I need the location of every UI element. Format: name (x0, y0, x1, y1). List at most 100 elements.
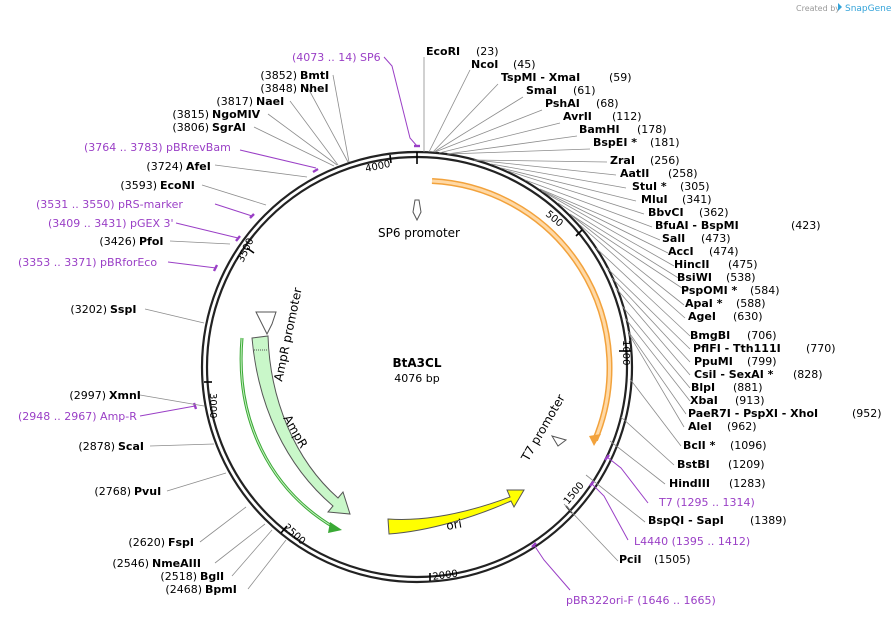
site-pos-sali: (473) (701, 232, 731, 245)
site-name-ecori: EcoRI (426, 45, 460, 58)
site-pos-pcii: (1505) (654, 553, 691, 566)
site-name-bbvci: BbvCI (648, 206, 684, 219)
plasmid-name: BtA3CL (393, 356, 442, 370)
site-pos-tspmi: (59) (609, 71, 632, 84)
site-name-agei: AgeI (688, 310, 716, 323)
site-pos-nhei: (3848) (260, 82, 297, 95)
primer-amp-r: (2948 .. 2967) Amp-R (18, 410, 137, 423)
site-name-aatii: AatII (620, 167, 649, 180)
site-name-ngomiv: NgoMIV (212, 108, 261, 121)
site-name-mlui: MluI (641, 193, 668, 206)
site-name-apai-: ApaI * (685, 297, 723, 310)
site-pos-ncoi: (45) (513, 58, 536, 71)
plasmid-length: 4076 bp (394, 372, 439, 385)
site-name-alei: AleI (688, 420, 712, 433)
site-name-bpmi: BpmI (205, 583, 237, 596)
site-pos-hincii: (475) (728, 258, 758, 271)
tick-500 (575, 229, 583, 237)
site-pos-pshai: (68) (596, 97, 619, 110)
site-name-smai: SmaI (526, 84, 557, 97)
site-name-ncoi: NcoI (471, 58, 498, 71)
site-pos-bmgbi: (706) (747, 329, 777, 342)
site-name-hincii: HincII (674, 258, 710, 271)
left-leader-lines (139, 74, 350, 590)
site-pos-pspomi-: (584) (750, 284, 780, 297)
site-pos-mlui: (341) (682, 193, 712, 206)
right-leader-lines (423, 57, 691, 562)
site-name-bgli: BglI (200, 570, 224, 583)
primer-pbrforeco: (3353 .. 3371) pBRforEco (18, 256, 157, 269)
site-pos-bstbi: (1209) (728, 458, 765, 471)
site-name-bamhi: BamHI (579, 123, 620, 136)
site-pos-stui-: (305) (680, 180, 710, 193)
primer-pbrrevbam: (3764 .. 3783) pBRrevBam (84, 141, 231, 154)
site-name-pvui: PvuI (134, 485, 161, 498)
site-name-acci: AccI (668, 245, 694, 258)
site-name-paer7i: PaeR7I - PspXI - XhoI (688, 407, 818, 420)
site-name-afei: AfeI (186, 160, 211, 173)
site-pos-afei: (3724) (146, 160, 183, 173)
ruler-4000: 4000 (364, 159, 391, 175)
site-pos-bbvci: (362) (699, 206, 729, 219)
primer-l4440: L4440 (1395 .. 1412) (634, 535, 750, 548)
site-name-sspi: SspI (110, 303, 136, 316)
site-name-xmni: XmnI (109, 389, 141, 402)
t7-promoter-label: T7 promoter (518, 392, 568, 464)
site-name-bmgbi: BmgBI (690, 329, 730, 342)
site-pos-hindiii: (1283) (729, 477, 766, 490)
site-pos-csii: (828) (793, 368, 823, 381)
ruler-3500: 3500 (236, 237, 257, 265)
site-name-pflfi: PflFI - Tth111I (693, 342, 781, 355)
ruler-3000: 3000 (207, 393, 218, 418)
site-name-blpi: BlpI (691, 381, 715, 394)
tick-3500 (246, 247, 255, 254)
site-name-sgrai: SgrAI (212, 121, 246, 134)
site-name-econi: EcoNI (160, 179, 195, 192)
site-pos-pflfi: (770) (806, 342, 836, 355)
primer-leader-lines (139, 56, 649, 591)
site-pos-ppumi: (799) (747, 355, 777, 368)
site-pos-econi: (3593) (120, 179, 157, 192)
t7-orange-feature (431, 178, 613, 442)
site-pos-apai-: (588) (736, 297, 766, 310)
sp6-promoter-feature: SP6 promoter (378, 199, 460, 240)
site-pos-bspei-: (181) (650, 136, 680, 149)
site-name-bspei-: BspEI * (593, 136, 637, 149)
site-pos-xmni: (2997) (69, 389, 106, 402)
site-pos-sspi: (3202) (70, 303, 107, 316)
site-pos-smai: (61) (573, 84, 596, 97)
site-pos-bamhi: (178) (637, 123, 667, 136)
site-pos-agei: (630) (733, 310, 763, 323)
site-name-stui-: StuI * (632, 180, 667, 193)
site-name-xbai: XbaI (690, 394, 718, 407)
site-name-scai: ScaI (118, 440, 144, 453)
snapgene-brand: SnapGene (845, 4, 892, 14)
site-name-bfuai: BfuAI - BspMI (655, 219, 739, 232)
ampr-green-arrowhead (328, 522, 342, 533)
site-name-csii: CsiI - SexAI * (694, 368, 774, 381)
site-pos-pfoi: (3426) (99, 235, 136, 248)
site-name-bstbi: BstBI (677, 458, 710, 471)
site-pos-pvui: (2768) (94, 485, 131, 498)
site-name-pshai: PshAI (545, 97, 580, 110)
site-name-bmti: BmtI (300, 69, 329, 82)
site-name-avrii: AvrII (563, 110, 592, 123)
site-pos-bpmi: (2468) (165, 583, 202, 596)
sp6-promoter-label: SP6 promoter (378, 226, 460, 240)
ori-feature (387, 489, 525, 535)
site-pos-avrii: (112) (612, 110, 642, 123)
ampr-promoter-label: AmpR promoter (271, 286, 305, 382)
site-pos-acci: (474) (709, 245, 739, 258)
site-pos-fspi: (2620) (128, 536, 165, 549)
site-name-sali: SalI (662, 232, 685, 245)
site-pos-nmeaiii: (2546) (112, 557, 149, 570)
site-name-hindiii: HindIII (669, 477, 710, 490)
ruler-1000: 1000 (620, 340, 631, 365)
ampr-feature (251, 335, 351, 515)
site-name-bsiwi: BsiWI (677, 271, 712, 284)
site-name-pfoi: PfoI (139, 235, 164, 248)
t7-promoter-feature: T7 promoter (518, 392, 568, 464)
site-name-pspomi-: PspOMI * (681, 284, 738, 297)
site-name-nhei: NheI (300, 82, 329, 95)
